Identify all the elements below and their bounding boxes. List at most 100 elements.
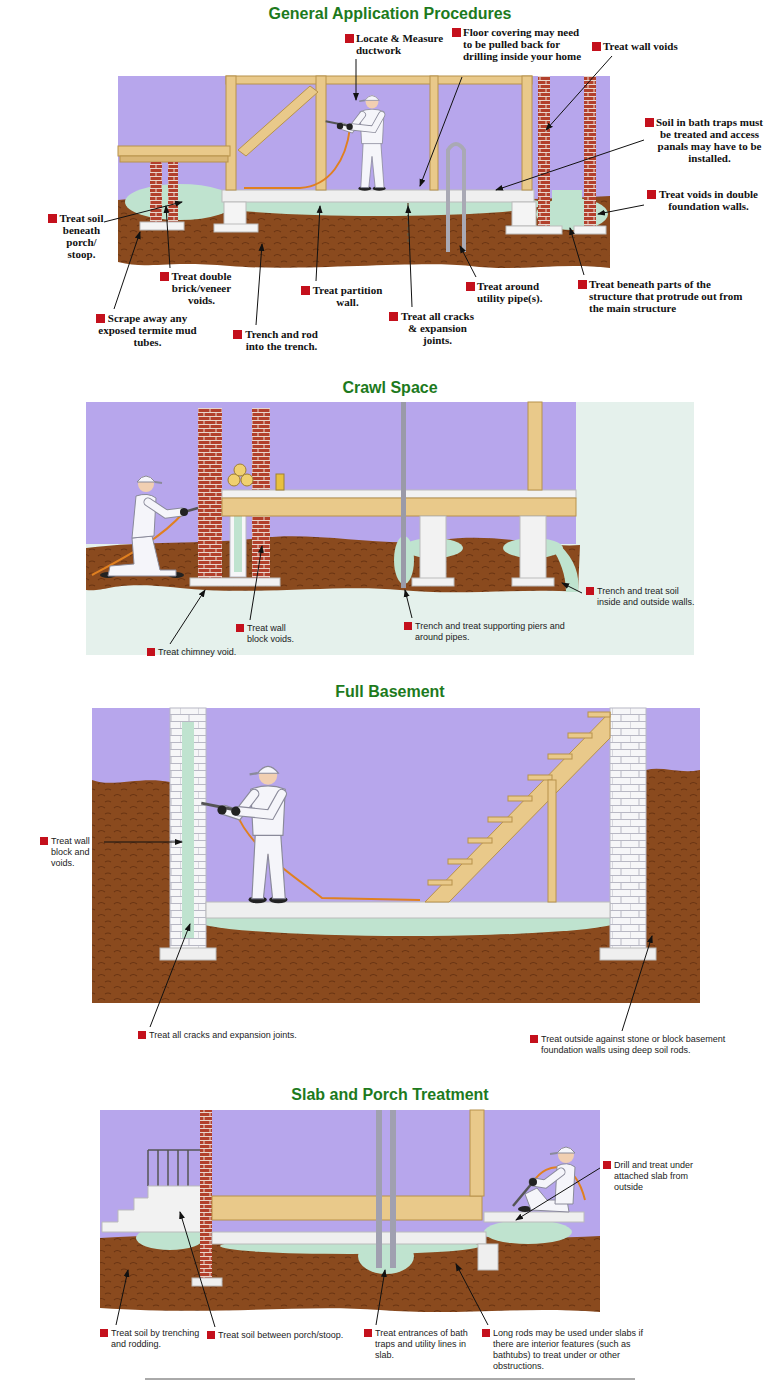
callout: Floor covering may need to be pulled bac… [452, 26, 586, 62]
crawl-panel-part [100, 476, 198, 578]
general-panel-part [448, 144, 464, 252]
leader-lines-part [114, 232, 140, 309]
bullet-square [100, 1329, 108, 1337]
basement-panel-part [610, 708, 646, 950]
general-panel-part [168, 162, 178, 222]
basement-panel-part-part [468, 838, 492, 843]
leader-lines-part [250, 546, 262, 620]
callout: Long rods may be used under slabs if the… [482, 1328, 652, 1372]
slab-panel [100, 1110, 600, 1312]
bullet-square [482, 1329, 490, 1337]
slab-panel-part-part [167, 1150, 169, 1186]
leader-lines-part [405, 590, 412, 618]
callout-text: Treat all cracks & expansion joints. [401, 310, 474, 346]
slab-panel-part-part [157, 1150, 159, 1186]
crawl-panel-part-part [155, 482, 162, 483]
leader-lines-part [316, 206, 320, 281]
callout: Trench and rod into the trench. [224, 328, 328, 352]
crawl-panel-part-part [180, 508, 188, 516]
slab-panel-part [212, 1232, 486, 1244]
crawl-panel-part [401, 402, 406, 588]
basement-panel-part [425, 712, 610, 902]
panel-heading: Slab and Porch Treatment [190, 1085, 590, 1105]
slab-panel-part-part [533, 1172, 561, 1184]
leader-lines-part [376, 1270, 385, 1325]
slab-panel-part [484, 1212, 584, 1222]
heading-text: General Application Procedures [268, 5, 511, 22]
leader-lines [104, 56, 652, 1327]
heading-text: Slab and Porch Treatment [291, 1086, 488, 1103]
basement-panel-part-part [508, 796, 532, 801]
callout: Treat around utility pipe(s). [466, 280, 566, 304]
crawl-panel-part [512, 578, 554, 586]
callout: Treat wall voids [592, 40, 692, 52]
general-panel-part [244, 128, 350, 188]
callout-text: Treat soil by trenching and rodding. [111, 1328, 199, 1349]
general-panel-part [120, 156, 228, 162]
callout-text: Treat soil between porch/stoop. [218, 1330, 343, 1340]
slab-panel-part [478, 1244, 498, 1270]
bullet-square [364, 1329, 372, 1337]
callout-text: Trench and rod into the trench. [245, 328, 318, 352]
general-panel-part [512, 202, 536, 226]
general-panel-part [506, 226, 562, 234]
basement-panel-part-part [448, 859, 472, 864]
callout: Soil in bath traps must be treated and a… [645, 116, 763, 164]
callout: Locate & Measure ductwork [345, 32, 450, 56]
basement-panel-part [160, 948, 216, 960]
callout-text: Scrape away any exposed termite mud tube… [98, 312, 196, 348]
bullet-square [301, 286, 310, 295]
callout: Treat all cracks and expansion joints. [138, 1030, 338, 1041]
callout: Treat wall block and voids. [40, 836, 102, 869]
callout: Treat beneath parts of the structure tha… [578, 278, 748, 314]
crawl-panel-part [222, 490, 576, 498]
basement-panel-part [428, 712, 610, 885]
slab-panel-part [100, 1110, 600, 1245]
leader-lines-part [546, 56, 612, 130]
leader-lines-part [104, 202, 182, 222]
crawl-panel-part [190, 578, 280, 586]
general-panel-part [430, 76, 438, 190]
leader-lines-part [256, 244, 262, 325]
leader-lines-part [570, 228, 584, 275]
crawl-panel-part [276, 474, 284, 490]
basement-panel-part [206, 902, 610, 918]
panel-heading: General Application Procedures [190, 4, 590, 24]
bullet-square [207, 1331, 215, 1339]
bullet-square [389, 312, 398, 321]
callout-text: Floor covering may need to be pulled bac… [463, 26, 581, 62]
leader-lines-part [408, 206, 412, 307]
leader-lines-part [170, 590, 205, 644]
slab-panel-part-part [148, 1149, 200, 1151]
crawl-panel-part [86, 402, 694, 655]
callout: Treat soil by trenching and rodding. [100, 1328, 202, 1350]
slab-panel-part [376, 1110, 382, 1268]
slab-panel-part [102, 1186, 202, 1232]
callout: Treat chimney void. [147, 647, 257, 658]
leader-lines-part [180, 1212, 215, 1327]
general-panel-part [574, 226, 606, 234]
general-panel-part [584, 76, 596, 228]
bullet-square [586, 587, 594, 595]
panel-heading: Crawl Space [190, 378, 590, 398]
bullet-square [647, 190, 656, 199]
bullet-square [147, 648, 155, 656]
bullet-square [466, 282, 475, 291]
general-panel-part [118, 146, 230, 156]
heading-text: Crawl Space [342, 379, 437, 396]
bullet-square [404, 622, 412, 630]
leader-lines-part [460, 246, 476, 277]
crawl-panel-part [222, 498, 576, 516]
callout: Treat wall block voids. [236, 623, 308, 645]
bullet-square [645, 118, 654, 127]
crawl-panel-part-part [108, 536, 176, 576]
crawl-panel-part [234, 510, 242, 572]
crawl-panel-part [234, 464, 246, 476]
crawl-panel-part [520, 516, 546, 580]
leader-lines-part [104, 842, 182, 843]
crawl-panel [86, 402, 694, 655]
basement-panel-part [201, 766, 287, 903]
heading-text: Full Basement [335, 683, 444, 700]
crawl-panel-part [420, 516, 446, 580]
callout: Treat double brick/veneer voids. [150, 270, 242, 306]
